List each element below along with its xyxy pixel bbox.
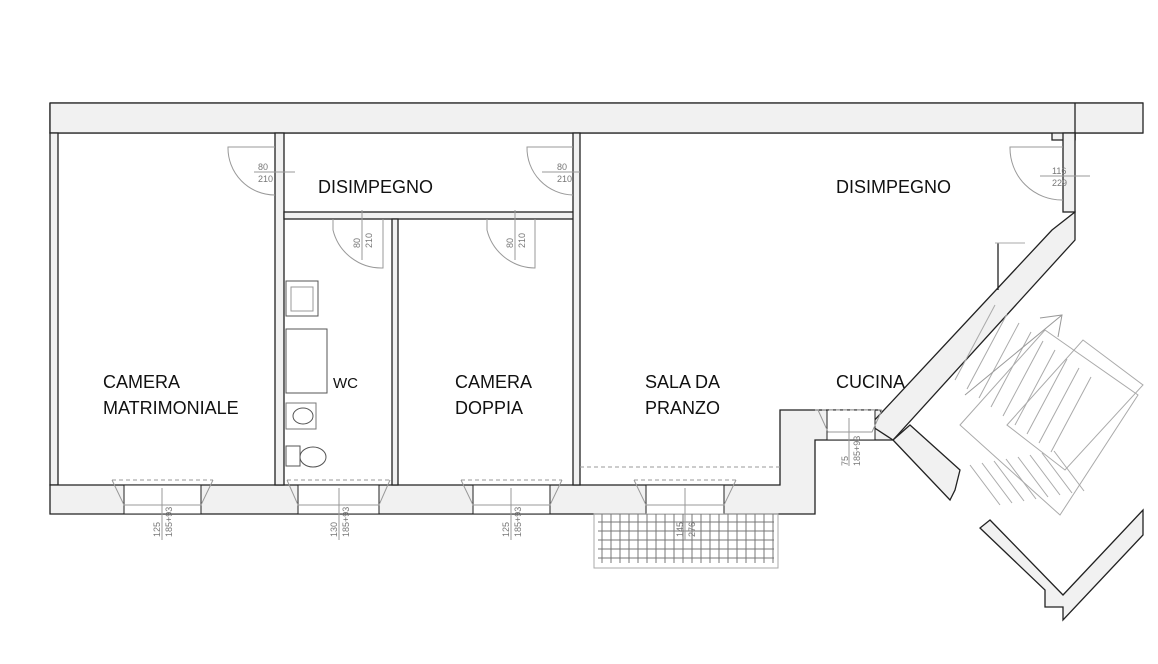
- room-label-disimpegno-left: DISIMPEGNO: [318, 177, 433, 197]
- window-dim-h: 185+93: [164, 507, 174, 537]
- room-label-sala-2: PRANZO: [645, 398, 720, 418]
- wall-sala-left: [572, 132, 581, 486]
- stair-wall-bottom: [979, 508, 1144, 622]
- left-wall: [49, 132, 59, 486]
- room-label-cucina: CUCINA: [836, 372, 905, 392]
- door-dim-w: 80: [352, 238, 362, 248]
- stair-step: [1050, 376, 1092, 453]
- room-label-disimpegno-right: DISIMPEGNO: [836, 177, 951, 197]
- door-swings: [227, 146, 1064, 269]
- room-label-sala-1: SALA DA: [645, 372, 720, 392]
- window-dim-w: 125: [152, 522, 162, 537]
- staircase: [954, 304, 1144, 516]
- window-dimensions: 125 185+93 130 185+93 125 185+93 145 276…: [152, 418, 862, 540]
- room-label-camera-matrimoniale-1: CAMERA: [103, 372, 180, 392]
- door-dim-w: 80: [557, 162, 567, 172]
- door-dim-w: 116: [1052, 166, 1066, 176]
- door-dim-h: 210: [258, 174, 273, 184]
- wall-right: [1062, 132, 1076, 213]
- stair-step: [990, 331, 1032, 408]
- stair-step: [981, 462, 1013, 504]
- stair-step: [966, 313, 1008, 390]
- stair-step: [993, 460, 1025, 502]
- window-dim-h: 185+93: [852, 436, 862, 466]
- window-dim-w: 145: [675, 522, 685, 537]
- stair-step: [1002, 340, 1044, 417]
- stair-step: [1029, 454, 1061, 496]
- door-dimensions: 80 210 80 210 116 229 80 210 80 210: [254, 162, 1090, 260]
- room-label-camera-matrimoniale-2: MATRIMONIALE: [103, 398, 239, 418]
- room-label-camera-doppia-1: CAMERA: [455, 372, 532, 392]
- wall-wc-left: [274, 132, 285, 486]
- stair-step: [969, 464, 1001, 506]
- wall-disimpegno: [283, 211, 576, 220]
- door-dim-h: 210: [557, 174, 572, 184]
- stair-step: [1053, 450, 1085, 492]
- stair-step: [1026, 358, 1068, 435]
- stair-step: [1041, 452, 1073, 494]
- stair-step: [1017, 456, 1049, 498]
- balcony: [593, 513, 779, 569]
- stair-wall-lower: [892, 424, 961, 502]
- stair-step: [1005, 458, 1037, 500]
- window-dim-w: 130: [329, 522, 339, 537]
- door-dim-h: 210: [517, 233, 527, 248]
- door-dim-w: 80: [505, 238, 515, 248]
- room-label-wc: WC: [333, 375, 358, 392]
- stair-step: [978, 322, 1020, 399]
- door-dim-w: 80: [258, 162, 268, 172]
- door-dim-h: 229: [1052, 178, 1067, 188]
- diagonal-wall: [868, 210, 1076, 441]
- window-dim-h: 185+93: [513, 507, 523, 537]
- stair-step: [1038, 367, 1080, 444]
- window-dim-w: 125: [501, 522, 511, 537]
- bathroom-fixtures: [285, 280, 328, 468]
- window-dim-h: 185+93: [341, 507, 351, 537]
- window-dim-w: 75: [840, 456, 850, 466]
- stair-direction-arrow: [964, 314, 1063, 396]
- top-wall-band: [49, 102, 1144, 134]
- door-dim-h: 210: [364, 233, 374, 248]
- stair-step: [1014, 349, 1056, 426]
- stair-step: [954, 304, 996, 381]
- window-dim-h: 276: [687, 522, 697, 537]
- wall-wc-right: [391, 218, 399, 486]
- room-label-camera-doppia-2: DOPPIA: [455, 398, 523, 418]
